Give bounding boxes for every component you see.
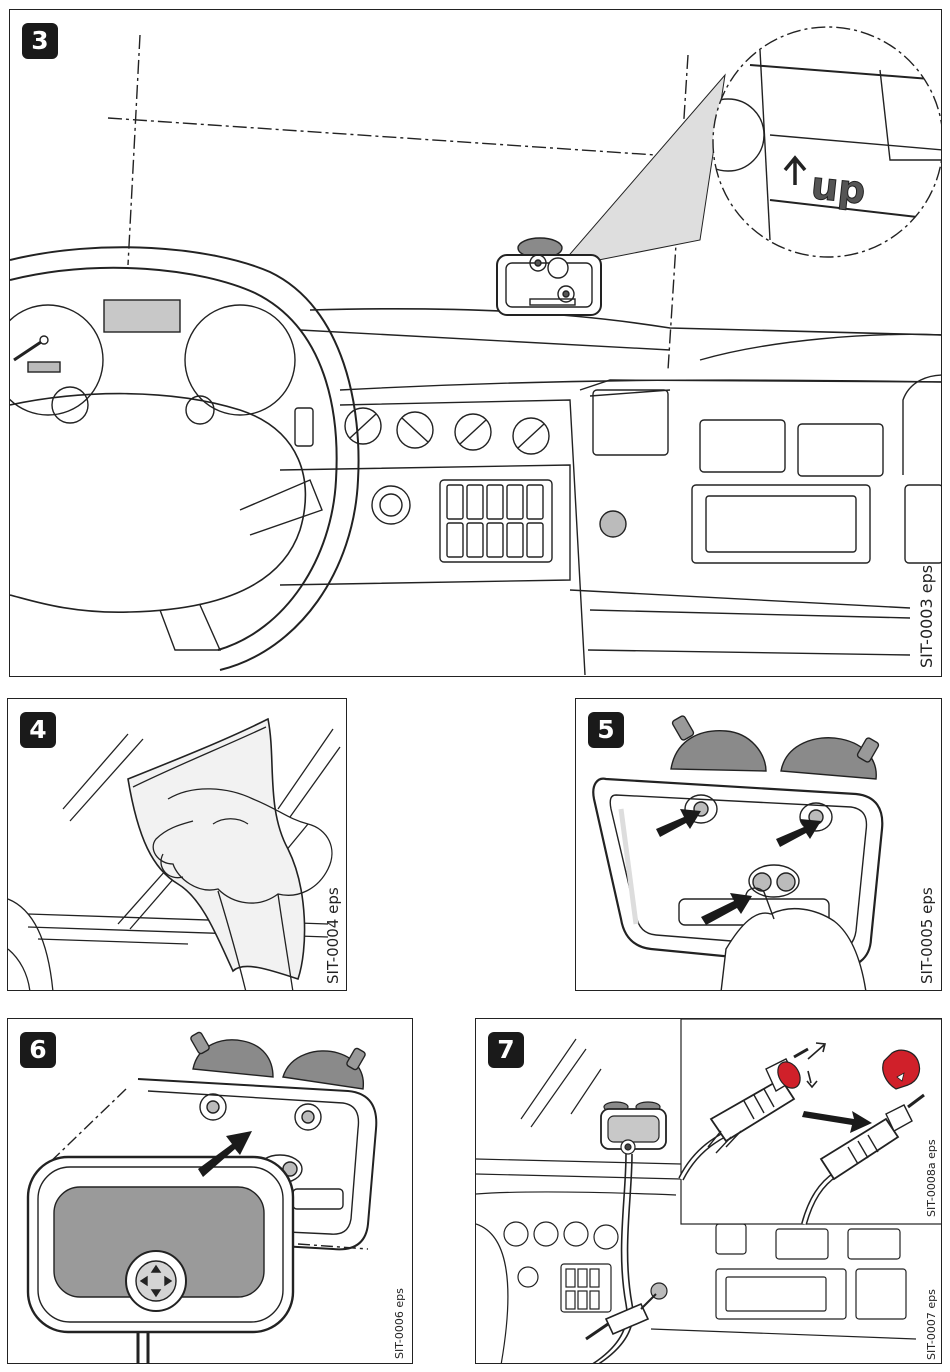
step-badge-3: 3 xyxy=(22,23,58,59)
panel-step-6: 6 SIT-0006 eps xyxy=(7,1018,413,1364)
figure-code-5: SIT-0005 eps xyxy=(918,887,936,984)
figure-code-4: SIT-0004 eps xyxy=(324,887,342,984)
figure-code-6: SIT-0006 eps xyxy=(393,1288,406,1359)
callout-up-label: up xyxy=(809,163,868,212)
suction-cup-illustration xyxy=(576,699,942,991)
panel-step-3: up 3 SIT-0003 eps xyxy=(9,9,942,677)
figure-code-7: SIT-0007 eps xyxy=(925,1289,938,1360)
step-badge-5: 5 xyxy=(588,712,624,748)
climate-knobs xyxy=(345,408,549,454)
device-mounting-illustration xyxy=(8,1019,413,1364)
plug-inset xyxy=(681,1019,942,1224)
panel-step-4: 4 SIT-0004 eps xyxy=(7,698,347,991)
guide-line-vertical-left xyxy=(128,35,140,265)
inset-figure-code: SIT-0008a eps xyxy=(925,1139,938,1217)
button-grid xyxy=(447,485,543,557)
step-badge-4: 4 xyxy=(20,712,56,748)
panel-step-7: 7 SIT-0008a eps SIT-0007 eps xyxy=(475,1018,942,1364)
step-badge-6: 6 xyxy=(20,1032,56,1068)
step-badge-7: 7 xyxy=(488,1032,524,1068)
dashboard-illustration: up xyxy=(10,10,942,677)
figure-code-3: SIT-0003 eps xyxy=(917,565,936,668)
cleaning-illustration xyxy=(8,699,347,991)
guide-line-horizontal xyxy=(108,118,700,158)
power-connection-illustration xyxy=(476,1019,942,1364)
panel-step-5: 5 SIT-0005 eps xyxy=(575,698,942,991)
